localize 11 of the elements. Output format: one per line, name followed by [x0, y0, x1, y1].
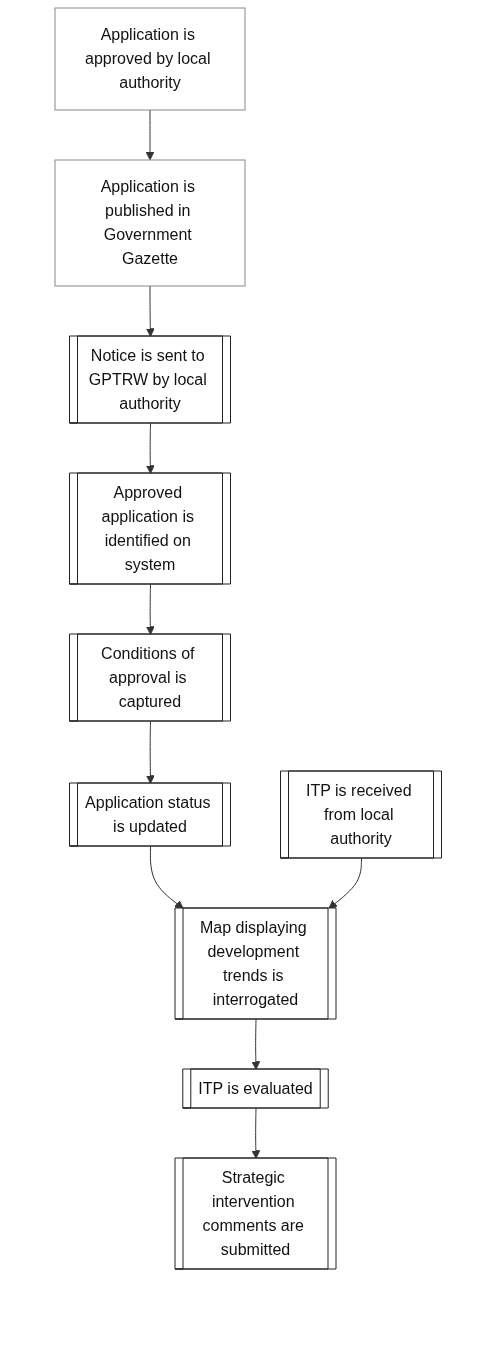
arrow: [150, 846, 184, 909]
arrow: [251, 1108, 261, 1159]
arrow: [146, 584, 155, 635]
node-box: Application is published in Government Gazette: [54, 159, 246, 287]
arrow: [146, 721, 156, 784]
arrow: [146, 423, 155, 474]
node-box: Application is approved by local authority: [54, 7, 246, 111]
arrow: [251, 1019, 261, 1070]
arrow: [146, 285, 155, 337]
arrow: [328, 858, 363, 909]
arrow: [145, 109, 155, 161]
